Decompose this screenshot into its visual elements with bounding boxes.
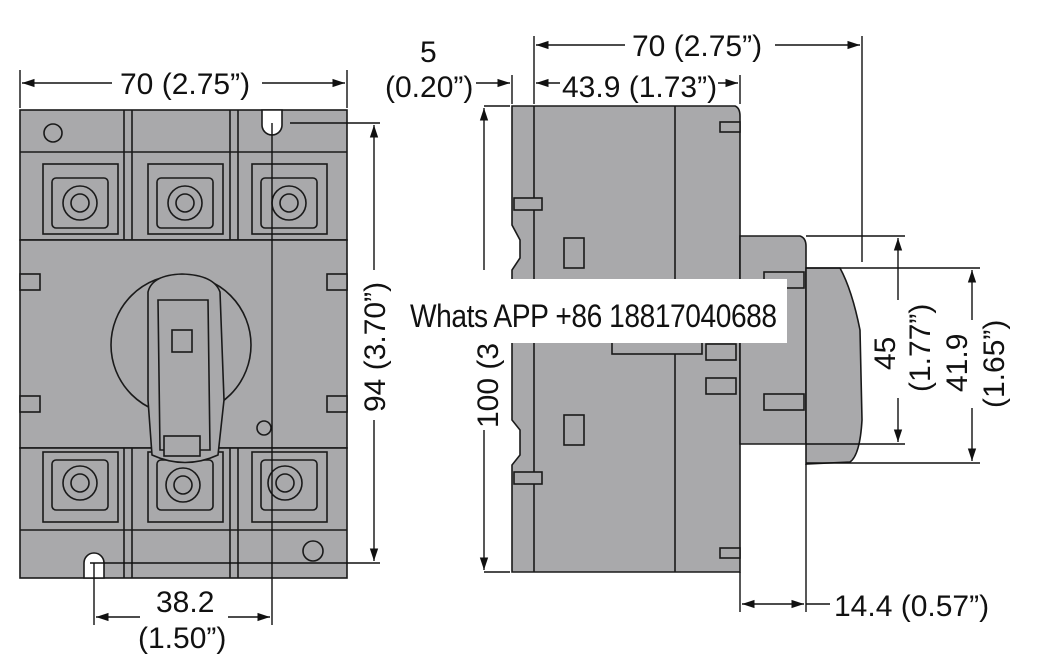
front-side-clips (19, 273, 348, 413)
side-knob-inner-in: (1.65”) (978, 320, 1011, 408)
front-view (19, 109, 348, 579)
front-width-label: 70 (2.75”) (120, 68, 250, 101)
front-mount-hole-top-left (43, 123, 63, 143)
watermark-box (403, 279, 787, 343)
front-top-screw-terminals (42, 163, 328, 235)
front-indicator-pin (256, 420, 272, 436)
side-total-width-label: 70 (2.75”) (632, 30, 762, 63)
side-knob-inner-mm: 41.9 (941, 334, 974, 392)
front-mount-slot-top (261, 109, 283, 136)
front-dimensions (19, 70, 380, 625)
side-knob-depth-label: 14.4 (0.57”) (834, 590, 989, 623)
front-bottom-dim-mm: 38.2 (156, 586, 214, 619)
front-knob-handle (147, 273, 225, 464)
front-bottom-screw-terminals (42, 451, 328, 523)
side-height-label: 100 (3 (472, 343, 505, 428)
side-knob-height-in: (1.77”) (904, 304, 937, 392)
front-mount-hole-bottom-right (302, 540, 324, 562)
side-depth-label: 43.9 (1.73”) (562, 71, 717, 104)
side-offset-mm: 5 (420, 36, 437, 69)
side-offset-in: (0.20”) (385, 71, 473, 104)
side-knob-handle (805, 267, 863, 465)
front-bottom-dim-in: (1.50”) (138, 622, 226, 655)
watermark-text: Whats APP +86 18817040688 (410, 298, 777, 334)
side-knob-height-mm: 45 (869, 337, 902, 370)
side-dimensions (476, 36, 980, 612)
front-height-label: 94 (3.70”) (359, 282, 392, 412)
